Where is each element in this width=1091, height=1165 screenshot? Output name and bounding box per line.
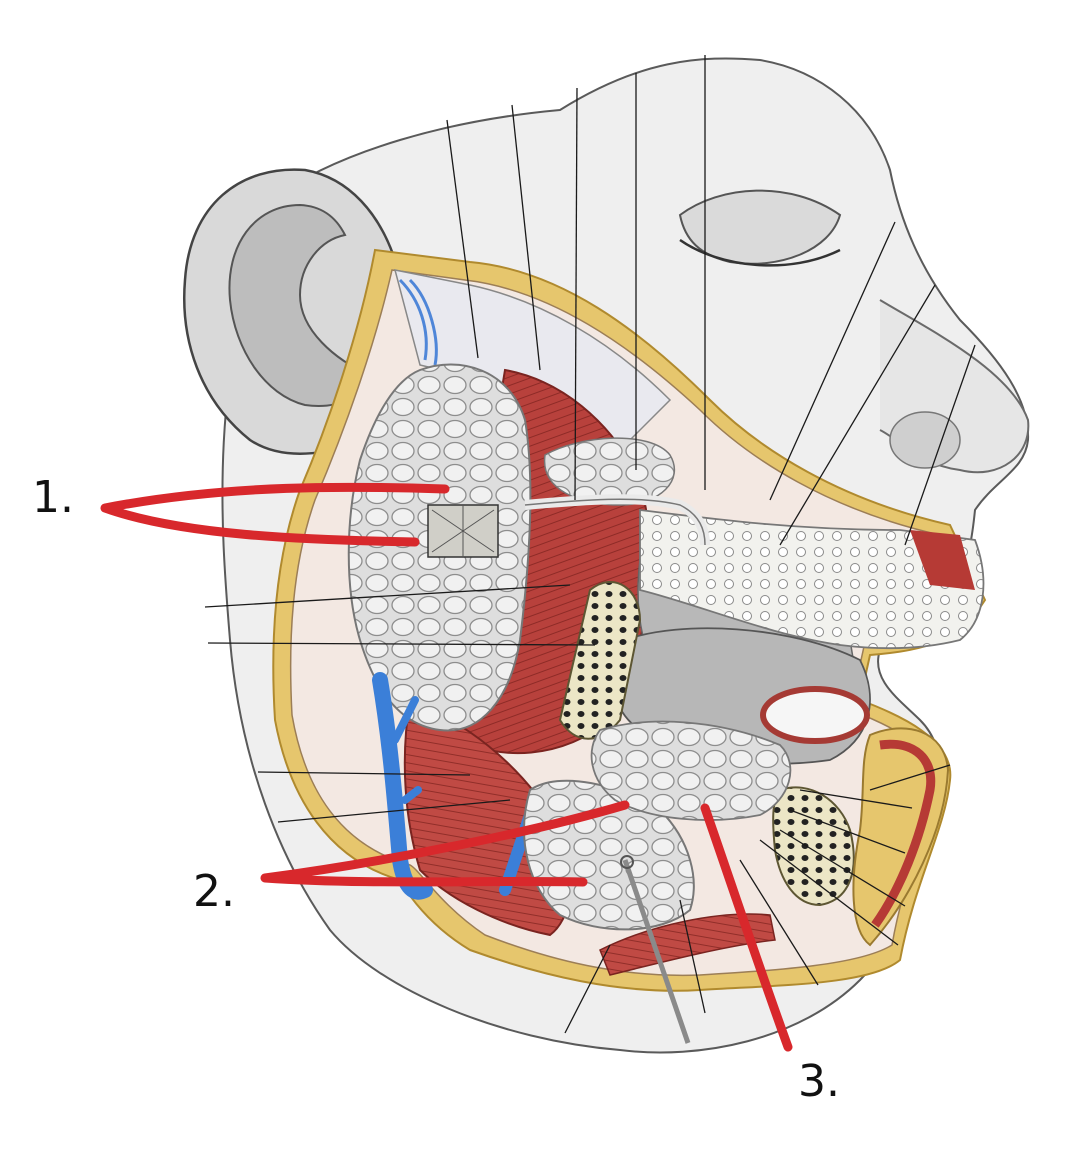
- eye: [678, 189, 842, 265]
- probe: [622, 859, 691, 1044]
- sublingual-gland: [590, 720, 792, 821]
- lower-lip: [852, 727, 950, 947]
- annotation-line-3: [700, 803, 793, 1052]
- label-number-2: 2.: [193, 866, 235, 917]
- leader-lines: [204, 55, 976, 1034]
- annotation-arrow-1: [100, 482, 450, 547]
- red-annotations: [100, 482, 793, 1052]
- neck-muscles: [403, 698, 572, 937]
- nostril: [889, 411, 961, 469]
- annotation-arrow-2: [260, 800, 630, 887]
- label-number-1: 1.: [32, 472, 74, 523]
- jugular-vein: [372, 672, 433, 900]
- label-number-3: 3.: [798, 1056, 840, 1107]
- teeth: [760, 686, 870, 744]
- accessory-gland: [543, 437, 676, 506]
- upper-lip-section: [639, 508, 985, 650]
- mandible-section: [772, 786, 855, 907]
- mandible-ramus: [558, 580, 642, 740]
